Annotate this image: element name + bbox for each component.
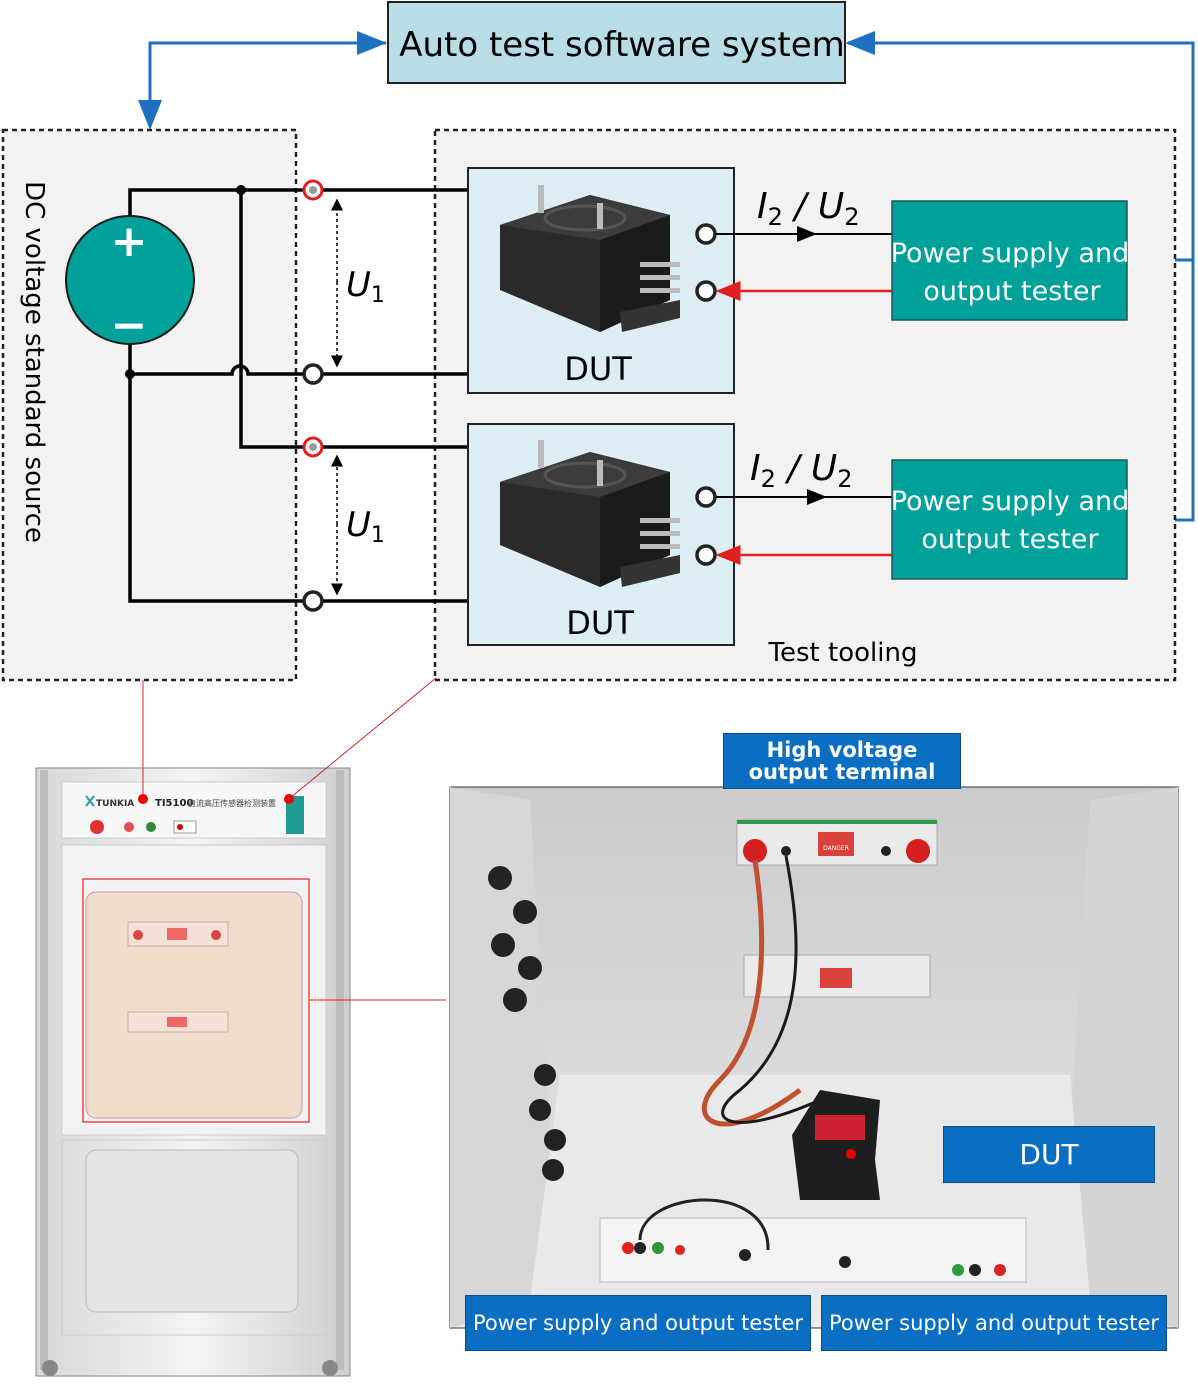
dut-block-2: DUT [467, 423, 735, 646]
dut-label: DUT [566, 604, 634, 642]
terminal [302, 590, 324, 612]
pointer-dot [284, 794, 294, 804]
hv-terminal-line1: High voltage [766, 738, 918, 762]
source-label: DC voltage standard source [19, 181, 49, 543]
dut-label: DUT [564, 350, 632, 388]
tester-block-2: Power supply and output tester [891, 459, 1130, 580]
u1-label: U1 [346, 265, 385, 308]
hv-terminal-line2: output terminal [748, 760, 936, 784]
svg-text:output tester: output tester [923, 276, 1101, 307]
tester-tag-left: Power supply and output tester [465, 1295, 811, 1351]
brand-logo: TUNKIA [96, 799, 134, 809]
junction-dot [236, 185, 246, 195]
model-name: TI5100 [155, 798, 193, 809]
danger-sign-text: DANGER [823, 845, 849, 852]
terminals [302, 179, 324, 612]
cabinet-photo: TUNKIA TI5100 直流高压传感器检测装置 [35, 767, 351, 1377]
lem-sensor-image [500, 185, 680, 332]
svg-text:Power supply and: Power supply and [891, 486, 1130, 517]
dut-block-1: DUT [467, 167, 735, 394]
circuit-wires [128, 188, 468, 603]
tooling-highlight-box [82, 878, 310, 1123]
junction-dot [125, 369, 135, 379]
svg-text:output tester: output tester [921, 524, 1099, 555]
model-desc: 直流高压传感器检测装置 [188, 798, 276, 808]
i2-u2-label: I2 / U2 [757, 186, 860, 231]
dut-tag: DUT [943, 1126, 1155, 1183]
enclosure-photo: DANGER [449, 786, 1179, 1329]
software-system-box [387, 1, 846, 84]
lem-sensor-image [500, 440, 680, 587]
dut-output-connections [695, 223, 892, 566]
tester-block-1: Power supply and output tester [891, 200, 1130, 321]
minus-sign: − [111, 300, 148, 351]
tester-tag-right: Power supply and output tester [821, 1295, 1167, 1351]
svg-text:Power supply and: Power supply and [891, 238, 1130, 269]
dc-source-symbol [65, 215, 195, 345]
hv-terminal-tag: High voltage output terminal [723, 733, 961, 789]
brand-logo-icon [85, 795, 95, 807]
i2-u2-label: I2 / U2 [750, 448, 853, 493]
terminal [302, 363, 324, 385]
u1-label: U1 [346, 505, 385, 548]
software-system-title: Auto test software system [399, 25, 845, 65]
pointer-dot [138, 794, 148, 804]
test-tooling-label: Test tooling [768, 638, 918, 668]
software-to-source-arrow [138, 41, 386, 130]
plus-sign: + [111, 216, 148, 267]
